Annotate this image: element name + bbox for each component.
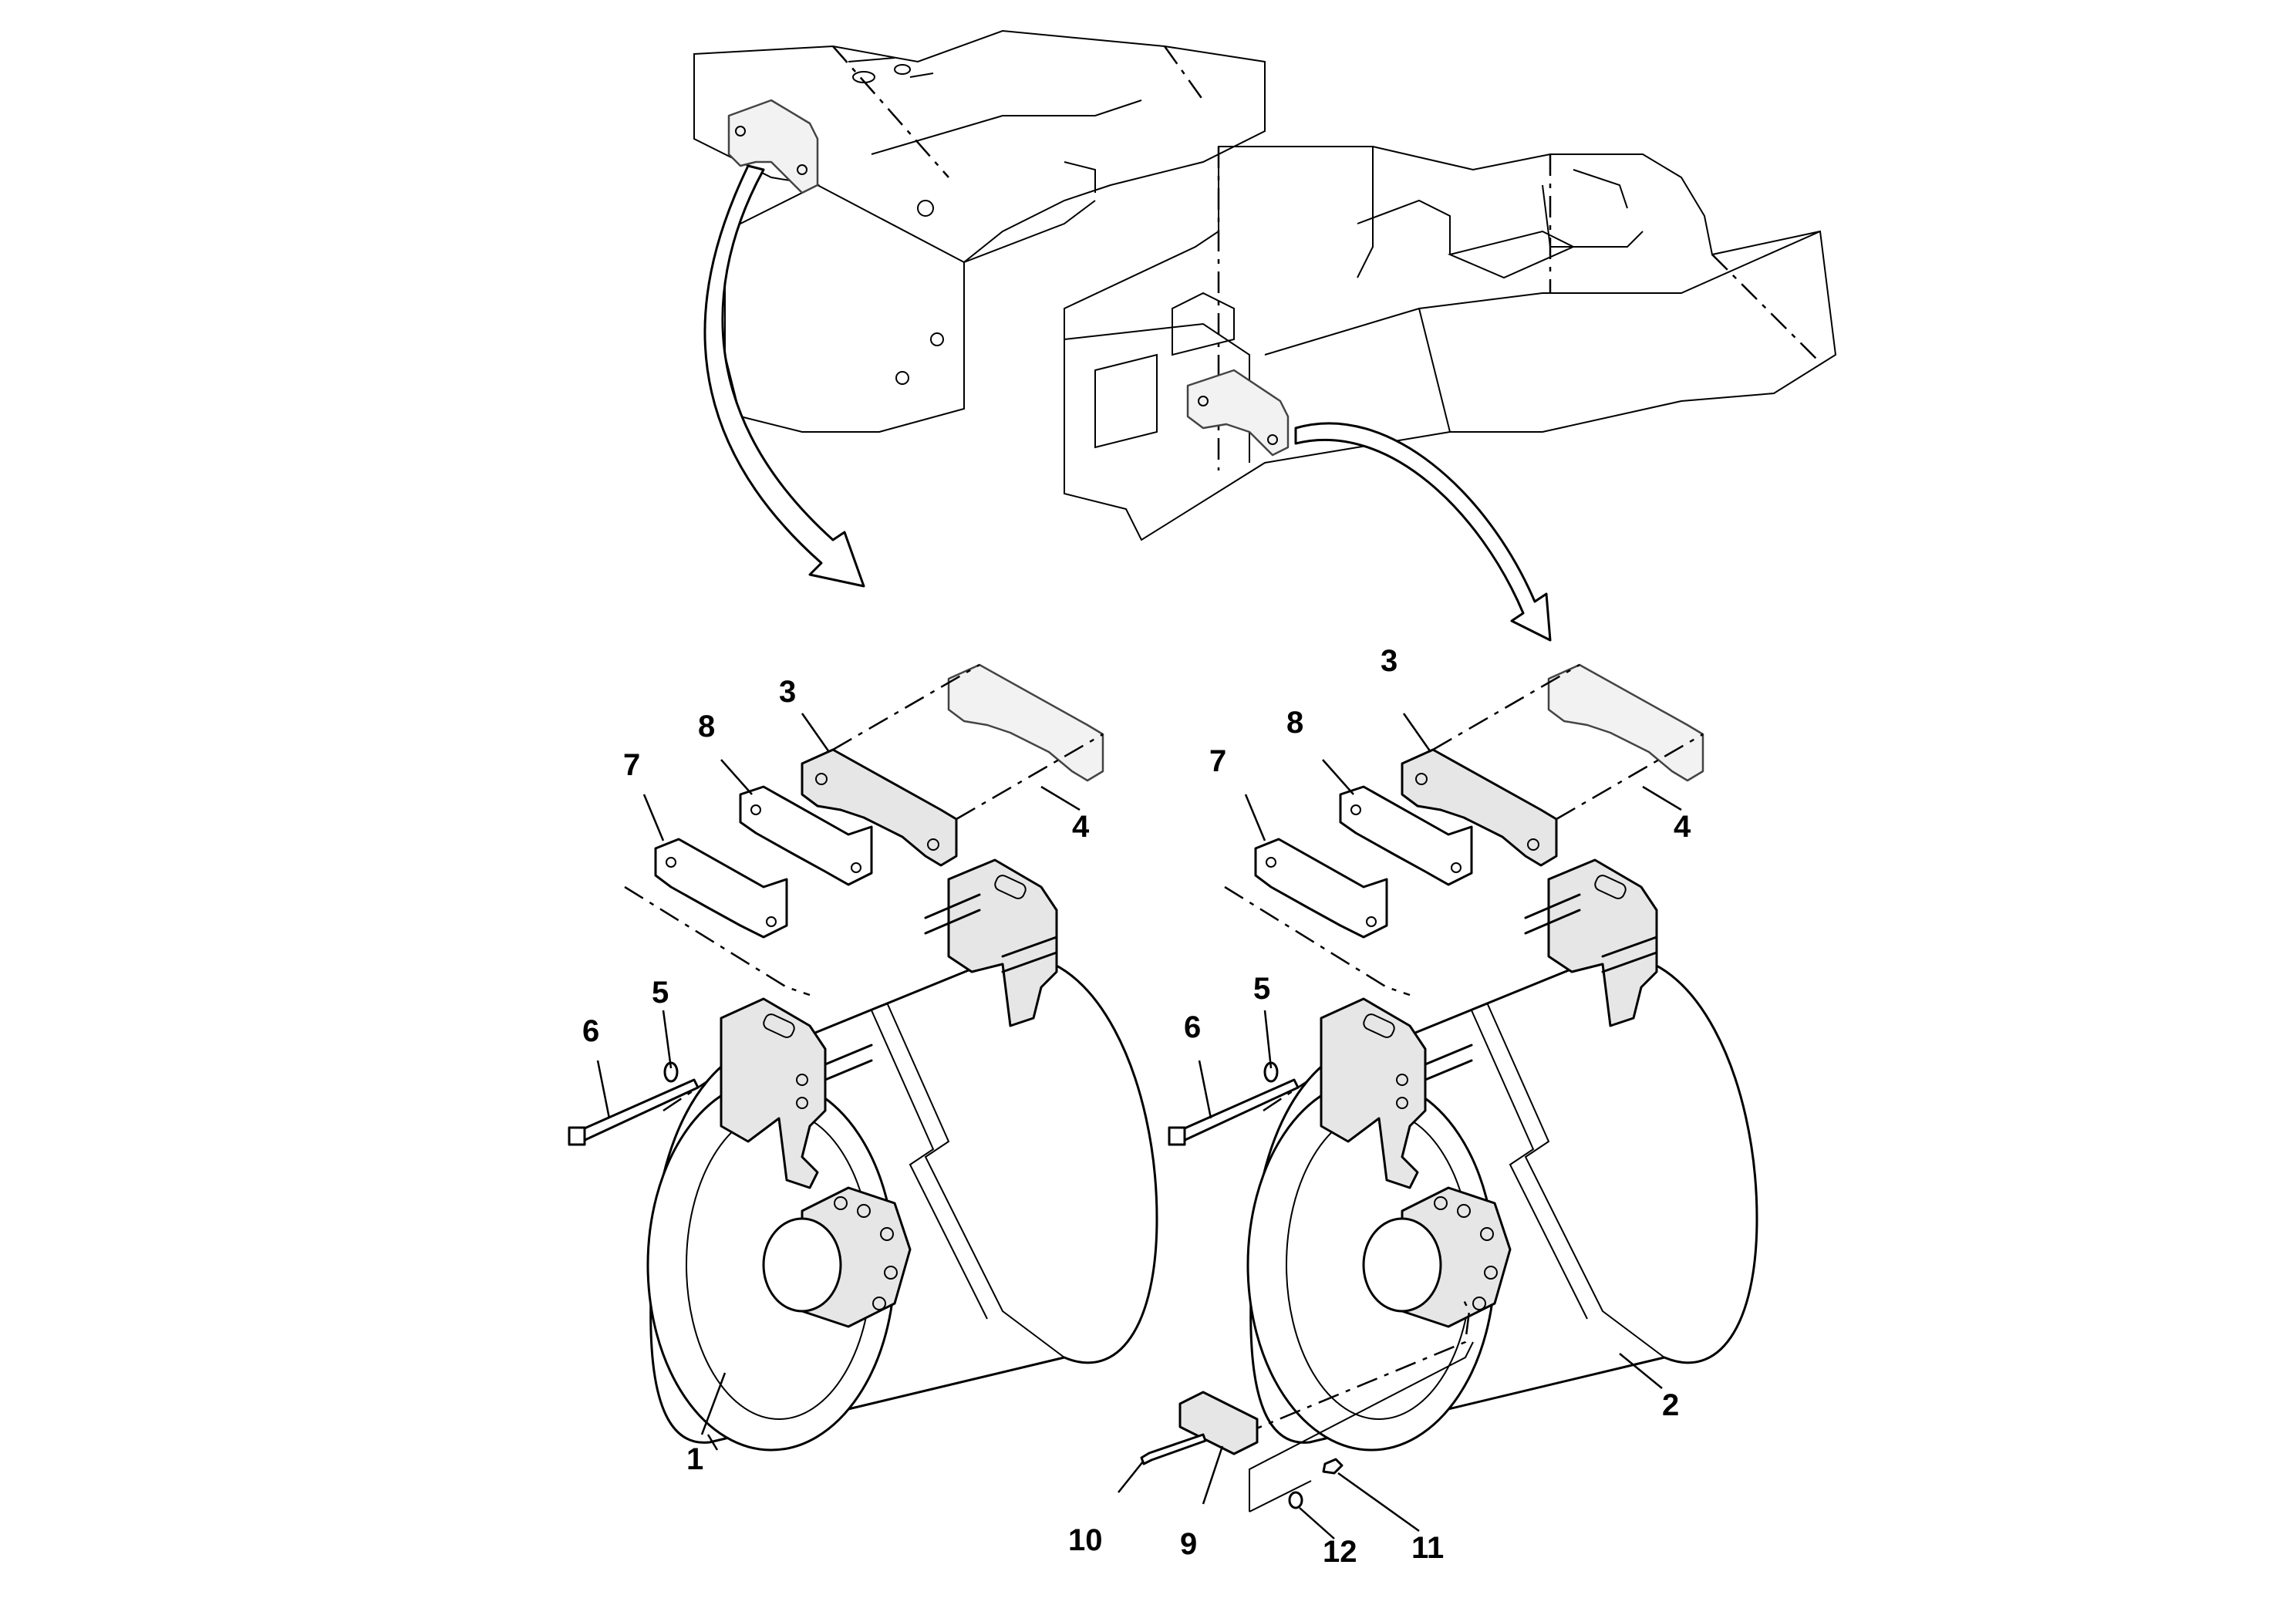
callout-7-left: 7 <box>623 748 640 782</box>
callout-2: 2 <box>1662 1388 1679 1422</box>
callout-12: 12 <box>1323 1535 1357 1569</box>
right-yoke-rear <box>1547 858 1658 1027</box>
callout-5-right: 5 <box>1253 972 1270 1006</box>
callout-4-left: 4 <box>1072 810 1090 844</box>
right-drum-assembly <box>1140 663 1758 1512</box>
left-drum-assembly <box>568 663 1158 1452</box>
left-yoke-rear <box>947 858 1058 1027</box>
callout-9: 9 <box>1180 1527 1197 1561</box>
right-plate-8 <box>1339 785 1473 886</box>
left-bracket-3 <box>801 748 958 867</box>
callout-8-right: 8 <box>1286 706 1303 740</box>
callout-1: 1 <box>686 1442 703 1476</box>
callout-6-left: 6 <box>582 1014 599 1048</box>
left-plate-8 <box>739 785 873 886</box>
right-bracket-3 <box>1401 748 1558 867</box>
callout-7-right: 7 <box>1209 744 1226 778</box>
right-yoke-front <box>1320 997 1427 1189</box>
callouts: 1 2 3 3 4 4 5 5 6 6 7 7 8 8 9 10 11 12 <box>582 644 1691 1569</box>
callout-3-right: 3 <box>1381 644 1397 678</box>
callout-11: 11 <box>1411 1531 1444 1565</box>
transfer-arrow-left <box>703 164 865 588</box>
washer-12 <box>1288 1491 1303 1509</box>
callout-6-right: 6 <box>1184 1010 1201 1044</box>
block-9 <box>1178 1391 1259 1455</box>
left-yoke-front <box>720 997 827 1189</box>
callout-3-left: 3 <box>779 675 796 709</box>
bolt-10 <box>1140 1433 1207 1465</box>
leader-lines <box>596 713 1682 1539</box>
left-plate-7 <box>654 838 788 939</box>
machine-frame <box>693 29 1837 541</box>
transfer-arrow-right <box>1294 422 1552 642</box>
callout-5-left: 5 <box>652 976 669 1010</box>
callout-4-right: 4 <box>1674 810 1691 844</box>
nut-11 <box>1322 1458 1344 1475</box>
right-plate-7 <box>1254 838 1388 939</box>
callout-10: 10 <box>1068 1523 1103 1557</box>
callout-8-left: 8 <box>698 710 715 744</box>
